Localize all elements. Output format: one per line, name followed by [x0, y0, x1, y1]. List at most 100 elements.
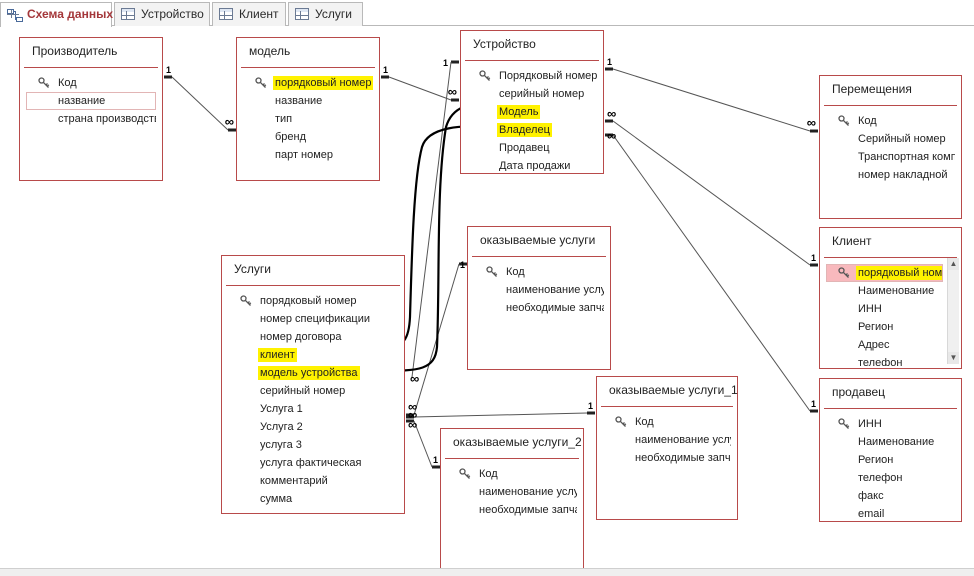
- tab-table-3[interactable]: Услуги: [288, 2, 363, 26]
- field-row[interactable]: необходимые запчасти: [474, 299, 604, 317]
- field-row[interactable]: Модель: [467, 103, 597, 121]
- field-row[interactable]: серийный номер: [228, 382, 398, 400]
- field-row[interactable]: клиент: [228, 346, 398, 364]
- field-row[interactable]: номер договора: [228, 328, 398, 346]
- field-row[interactable]: необходимые запчасти: [603, 449, 731, 467]
- tab-relationships[interactable]: Схема данных: [0, 2, 113, 27]
- relationship-line[interactable]: 1∞: [381, 65, 459, 102]
- field-row[interactable]: Наименование: [826, 282, 943, 300]
- relationship-line[interactable]: 1∞: [164, 65, 236, 132]
- table-title[interactable]: модель: [249, 44, 291, 58]
- field-row[interactable]: модель устройства: [228, 364, 398, 382]
- field-row[interactable]: порядковый номер: [243, 74, 373, 92]
- field-row[interactable]: ИНН: [826, 300, 943, 318]
- field-row[interactable]: Владелец: [467, 121, 597, 139]
- field-row[interactable]: порядковый номер: [826, 264, 943, 282]
- field-row[interactable]: ИНН: [826, 415, 955, 433]
- field-row[interactable]: Порядковый номер: [467, 67, 597, 85]
- field-row[interactable]: Серийный номер: [826, 130, 955, 148]
- tab-table-1[interactable]: Устройство: [114, 2, 210, 26]
- table-title[interactable]: оказываемые услуги: [480, 233, 596, 247]
- field-row[interactable]: телефон: [826, 469, 955, 487]
- table-title[interactable]: Перемещения: [832, 82, 912, 96]
- field-row[interactable]: Регион: [826, 451, 955, 469]
- tab-table-2[interactable]: Клиент: [212, 2, 286, 26]
- field-row[interactable]: порядковый номер: [228, 292, 398, 310]
- field-row[interactable]: Дата продажи: [467, 157, 597, 171]
- relationship-line[interactable]: ∞1: [605, 128, 818, 413]
- field-row[interactable]: Адрес: [826, 336, 943, 354]
- field-row[interactable]: Код: [26, 74, 156, 92]
- relationship-line[interactable]: 1∞: [605, 57, 818, 133]
- field-row[interactable]: номер спецификации: [228, 310, 398, 328]
- table-title[interactable]: оказываемые услуги_2: [453, 435, 582, 449]
- table-title[interactable]: Клиент: [832, 234, 872, 248]
- field-row[interactable]: Транспортная компания: [826, 148, 955, 166]
- field-row[interactable]: факс: [826, 487, 955, 505]
- table-title[interactable]: Производитель: [32, 44, 118, 58]
- field-row[interactable]: услуга 3: [228, 436, 398, 454]
- field-row[interactable]: телефон: [826, 354, 943, 366]
- field-row[interactable]: комментарий: [228, 472, 398, 490]
- field-name: Продавец: [499, 142, 550, 154]
- horizontal-scrollbar[interactable]: [0, 568, 974, 576]
- field-row[interactable]: Код: [603, 413, 731, 431]
- field-list[interactable]: порядковый номерНаименованиеИННРегионАдр…: [826, 264, 943, 366]
- relationship-line[interactable]: ∞1: [406, 417, 440, 469]
- field-row[interactable]: email: [826, 505, 955, 519]
- relationship-line[interactable]: ∞1: [406, 401, 595, 422]
- field-row[interactable]: Код: [474, 263, 604, 281]
- field-row[interactable]: Код: [826, 112, 955, 130]
- title-divider: [601, 406, 733, 407]
- table-title[interactable]: Устройство: [473, 37, 536, 51]
- field-row[interactable]: Продавец: [467, 139, 597, 157]
- table-title[interactable]: Услуги: [234, 262, 271, 276]
- relationship-line[interactable]: ∞1: [605, 106, 818, 267]
- table-title[interactable]: оказываемые услуги_1: [609, 383, 738, 397]
- relationship-line[interactable]: 1∞: [410, 58, 459, 386]
- field-row[interactable]: Услуга 1: [228, 400, 398, 418]
- field-list-scrollbar[interactable]: ▲▼: [947, 258, 959, 364]
- table-klient[interactable]: Клиент порядковый номерНаименованиеИННРег…: [819, 227, 962, 369]
- field-row[interactable]: номер накладной: [826, 166, 955, 184]
- field-row[interactable]: сумма: [228, 490, 398, 508]
- field-row[interactable]: наименование услуги: [447, 483, 577, 501]
- field-row[interactable]: название: [243, 92, 373, 110]
- field-row[interactable]: услуга фактическая: [228, 454, 398, 472]
- field-row[interactable]: бренд: [243, 128, 373, 146]
- field-row[interactable]: Код: [447, 465, 577, 483]
- field-row[interactable]: наименование услуги: [474, 281, 604, 299]
- table-title[interactable]: продавец: [832, 385, 886, 399]
- field-row[interactable]: наименование услуги: [603, 431, 731, 449]
- field-row[interactable]: страна производства: [26, 110, 156, 128]
- field-row[interactable]: Регион: [826, 318, 943, 336]
- field-row[interactable]: серийный номер: [467, 85, 597, 103]
- field-row[interactable]: тип: [243, 110, 373, 128]
- field-row[interactable]: название: [26, 92, 156, 110]
- field-row[interactable]: Наименование: [826, 433, 955, 451]
- one-marker: 1: [433, 455, 438, 465]
- field-row[interactable]: Услуга 2: [228, 418, 398, 436]
- scroll-down-icon[interactable]: ▼: [948, 352, 959, 364]
- scroll-up-icon[interactable]: ▲: [948, 258, 959, 270]
- field-row[interactable]: необходимые запчасти: [447, 501, 577, 519]
- field-row[interactable]: парт номер: [243, 146, 373, 164]
